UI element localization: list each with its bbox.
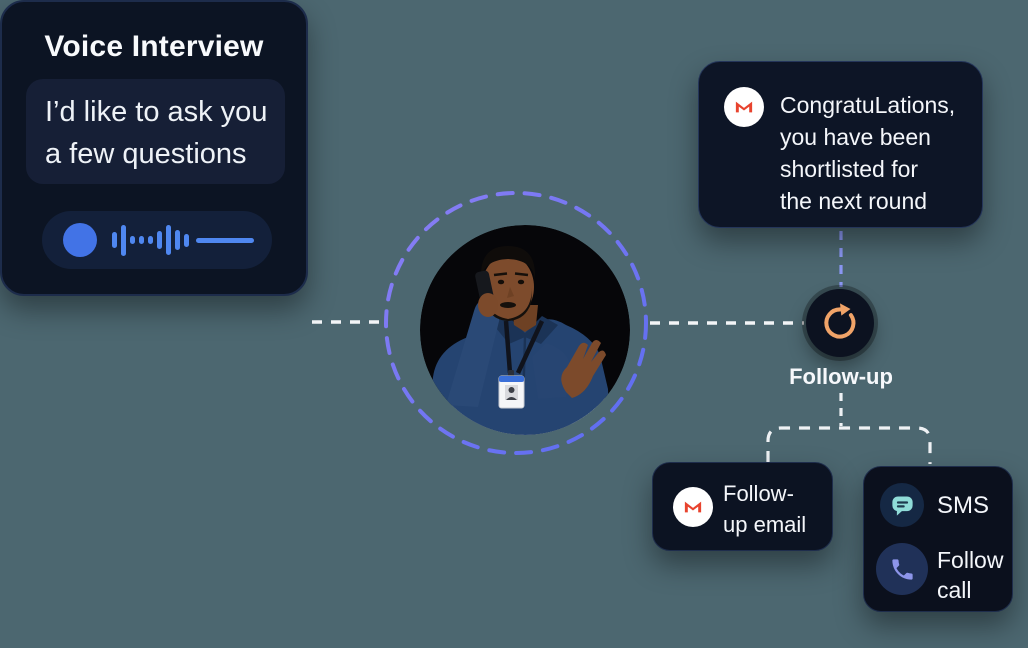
voice-note-player <box>42 211 272 269</box>
candidate-photo <box>420 225 630 435</box>
followup-email-label: Follow- up email <box>723 478 806 540</box>
shortlist-email-text: CongratuLations, you have been shortlist… <box>780 89 955 217</box>
email-text-line: you have been <box>780 124 931 150</box>
connector-branch <box>766 426 932 464</box>
sms-call-card: SMS Follow call <box>863 466 1013 612</box>
record-circle-icon <box>63 223 97 257</box>
label-line: Follow- <box>723 481 794 506</box>
voice-question-bubble: I’d like to ask you a few questions <box>26 79 285 184</box>
refresh-icon <box>824 303 856 339</box>
followup-node <box>806 289 874 357</box>
email-text-line: shortlisted for <box>780 156 919 182</box>
gmail-icon <box>724 87 764 127</box>
voice-question-line: I’d like to ask you <box>45 96 268 128</box>
email-text-line: CongratuLations, <box>780 92 956 118</box>
man-on-phone-illustration <box>420 225 630 435</box>
voice-card-title: Voice Interview <box>44 30 264 63</box>
voice-question-line: a few questions <box>45 138 247 170</box>
gmail-icon <box>673 487 713 527</box>
voice-interview-card: Voice Interview I’d like to ask you a fe… <box>0 0 308 296</box>
waveform-icon <box>112 211 254 269</box>
label-line: call <box>937 577 972 603</box>
followup-email-card: Follow- up email <box>652 462 833 551</box>
shortlist-email-card: CongratuLations, you have been shortlist… <box>698 61 983 228</box>
label-line: Follow <box>937 547 1004 573</box>
followup-call-label: Follow call <box>937 545 1003 605</box>
email-text-line: the next round <box>780 188 928 214</box>
phone-icon <box>876 543 928 595</box>
followup-label: Follow-up <box>789 364 893 389</box>
label-line: up email <box>723 512 807 537</box>
sms-icon <box>880 483 924 527</box>
sms-label: SMS <box>937 492 990 519</box>
